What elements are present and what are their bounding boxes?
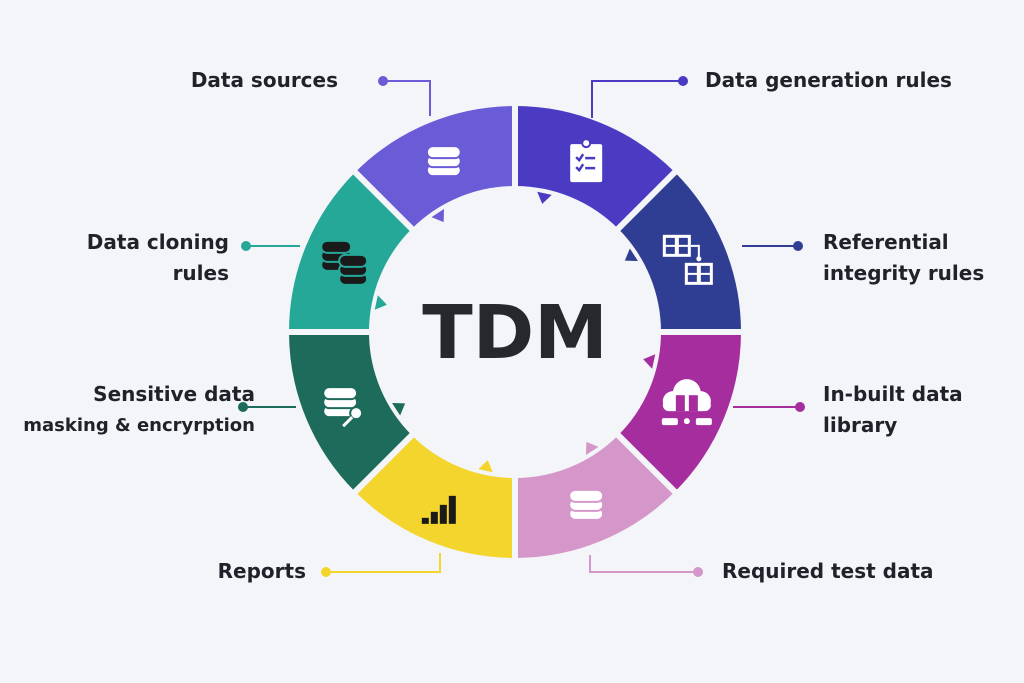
segment-notch	[624, 248, 638, 261]
label-line: Required test data	[722, 559, 934, 583]
label-sensitive-data-masking: Sensitive data masking & encryrption	[23, 379, 255, 441]
segment-notch	[586, 441, 599, 455]
linked-tables-icon	[662, 234, 713, 285]
leader-line	[591, 80, 683, 118]
leader-dot	[378, 76, 388, 86]
segment-notch	[643, 354, 656, 369]
center-title: TDM	[422, 290, 608, 376]
label-in-built-data-library: In-built data library	[823, 379, 963, 441]
label-line: Data generation rules	[705, 68, 952, 92]
segment-notch	[537, 191, 552, 204]
cloud-library-icon	[661, 379, 712, 426]
label-line: Data sources	[190, 68, 338, 92]
label-line: rules	[172, 261, 229, 285]
label-line: Referential	[823, 230, 949, 254]
leader-dot	[241, 241, 251, 251]
label-line: Sensitive data	[93, 382, 255, 406]
leader-dot	[238, 402, 248, 412]
label-line: Reports	[217, 559, 306, 583]
label-line: Data cloning	[86, 230, 229, 254]
label-required-test-data: Required test data	[722, 556, 934, 587]
clipboard-checklist-icon	[570, 138, 603, 183]
label-referential-integrity-rules: Referential integrity rules	[823, 227, 984, 289]
segment-data-generation-rules	[512, 76, 688, 236]
leader-line	[589, 555, 698, 573]
leader-dot	[321, 567, 331, 577]
leader-dot	[678, 76, 688, 86]
database-icon	[425, 145, 462, 178]
label-line: integrity rules	[823, 261, 985, 285]
leader-dot	[793, 241, 803, 251]
segment-notch	[374, 295, 387, 310]
leader-line	[383, 80, 431, 116]
label-line: In-built data	[823, 382, 963, 406]
segment-notch	[431, 209, 444, 223]
label-line: masking & encryrption	[23, 415, 255, 436]
segment-notch	[478, 460, 493, 473]
leader-line	[326, 553, 441, 573]
segment-referential-integrity-rules	[611, 165, 803, 335]
label-line: library	[823, 413, 898, 437]
bar-chart-icon	[421, 495, 456, 524]
segment-data-sources	[348, 76, 518, 236]
label-data-cloning-rules: Data cloning rules	[87, 227, 229, 289]
database-icon	[568, 488, 605, 521]
databases-stack-icon	[320, 239, 369, 286]
label-data-generation-rules: Data generation rules	[705, 65, 952, 96]
leader-dot	[795, 402, 805, 412]
label-reports: Reports	[218, 556, 306, 587]
leader-dot	[693, 567, 703, 577]
segment-notch	[392, 403, 406, 416]
database-key-icon	[322, 386, 364, 428]
label-data-sources: Data sources	[191, 65, 338, 96]
